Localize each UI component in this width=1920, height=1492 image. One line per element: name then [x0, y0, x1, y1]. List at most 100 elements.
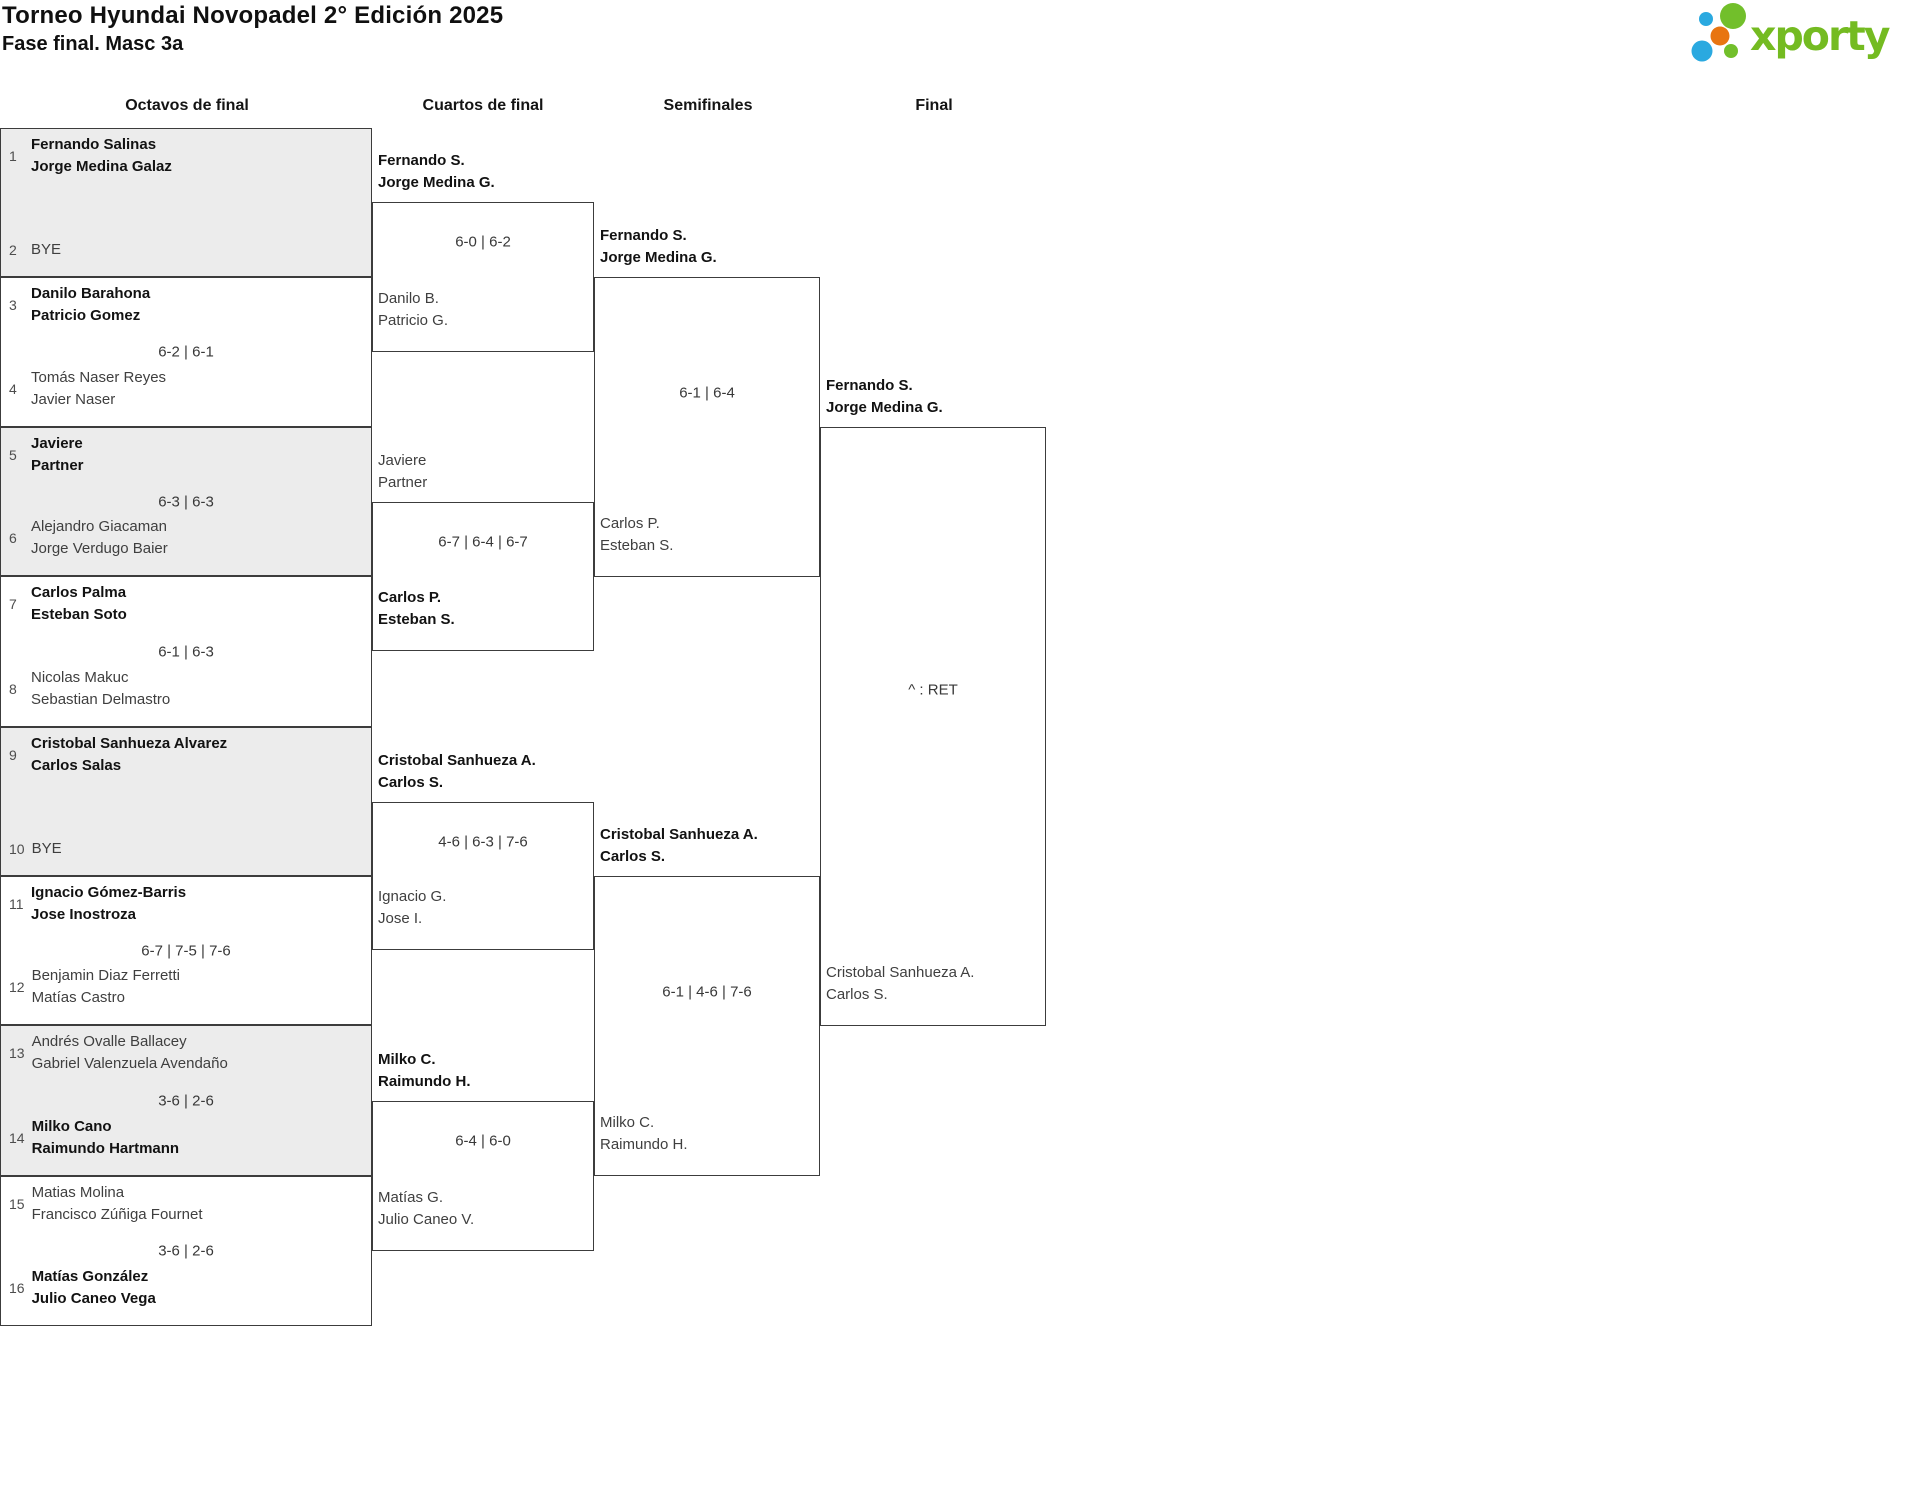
match-score: 3-6 | 2-6	[158, 1092, 214, 1109]
cuartos-top-participant: Fernando S.Jorge Medina G.	[378, 152, 495, 191]
seed-number: 5	[9, 447, 17, 463]
logo-dot-green-big	[1720, 3, 1746, 29]
seed-number: 9	[9, 747, 17, 763]
cuartos-match-1	[372, 202, 594, 352]
match-score: 6-0 | 6-2	[455, 233, 511, 251]
match-score: 6-7 | 6-4 | 6-7	[438, 533, 528, 551]
cuartos-top-participant: Milko C.Raimundo H.	[378, 1051, 471, 1090]
seed-number: 7	[9, 596, 17, 612]
final-top-participant: Fernando S.Jorge Medina G.	[826, 377, 943, 416]
logo-dot-green-small	[1724, 44, 1738, 58]
xporty-logo: xporty	[1691, 3, 1892, 62]
seed-number: 13	[9, 1045, 25, 1061]
round-header-semifinales: Semifinales	[663, 97, 753, 114]
participant-entry: 2 BYE	[1, 239, 371, 261]
semifinales-bottom-participant: Milko C.Raimundo H.	[600, 1114, 688, 1153]
seed-number: 1	[9, 148, 17, 164]
cuartos-match-3	[372, 802, 594, 950]
round-header-final: Final	[915, 97, 953, 114]
seed-number: 14	[9, 1130, 25, 1146]
semifinales-top-participant: Cristobal Sanhueza A.Carlos S.	[600, 826, 758, 865]
seed-number: 11	[9, 896, 24, 912]
match-score: 6-7 | 7-5 | 7-6	[141, 942, 231, 959]
seed-number: 16	[9, 1280, 25, 1296]
seed-number: 12	[9, 979, 25, 995]
cuartos-bottom-participant: Matías G.Julio Caneo V.	[378, 1189, 475, 1228]
seed-number: 3	[9, 297, 17, 313]
participant-entry: 10 BYE	[1, 838, 371, 860]
round-header-octavos: Octavos de final	[125, 97, 249, 114]
final-bottom-participant: Cristobal Sanhueza A.Carlos S.	[826, 964, 975, 1003]
match-score: 6-3 | 6-3	[158, 493, 214, 510]
match-score: 6-1 | 6-4	[679, 384, 735, 402]
semifinales-match-2	[594, 876, 820, 1176]
cuartos-bottom-participant: Ignacio G.Jose I.	[378, 888, 447, 927]
semifinales-match-1	[594, 277, 820, 577]
match-score: 4-6 | 6-3 | 7-6	[438, 833, 528, 851]
final-match-1	[820, 427, 1046, 1026]
match-score: 6-2 | 6-1	[158, 343, 214, 361]
logo-dot-blue-big	[1691, 40, 1713, 62]
cuartos-bottom-participant: Danilo B.Patricio G.	[378, 290, 449, 329]
seed-number: 2	[9, 242, 17, 258]
match-score: 6-4 | 6-0	[455, 1132, 511, 1150]
match-score: 3-6 | 2-6	[158, 1242, 214, 1260]
seed-number: 8	[9, 681, 17, 697]
seed-number: 6	[9, 530, 17, 546]
semifinales-top-participant: Fernando S.Jorge Medina G.	[600, 227, 717, 266]
cuartos-bottom-participant: Carlos P.Esteban S.	[378, 589, 455, 628]
seed-number: 10	[9, 841, 25, 857]
page-subtitle: Fase final. Masc 3a	[2, 33, 184, 55]
cuartos-top-participant: Cristobal Sanhueza A.Carlos S.	[378, 752, 536, 791]
logo-text: xporty	[1750, 12, 1890, 60]
round-header-cuartos: Cuartos de final	[422, 97, 544, 114]
participant-names: BYE	[31, 241, 62, 258]
match-score: 6-1 | 4-6 | 7-6	[662, 983, 752, 1001]
cuartos-match-4	[372, 1101, 594, 1251]
cuartos-match-2	[372, 502, 594, 651]
final-score-note: ^ : RET	[908, 681, 958, 699]
page-title: Torneo Hyundai Novopadel 2° Edición 2025	[2, 2, 504, 29]
match-score: 6-1 | 6-3	[158, 643, 214, 660]
logo-dot-blue-small	[1699, 12, 1713, 26]
participant-names: BYE	[31, 840, 62, 857]
semifinales-bottom-participant: Carlos P.Esteban S.	[600, 515, 674, 554]
